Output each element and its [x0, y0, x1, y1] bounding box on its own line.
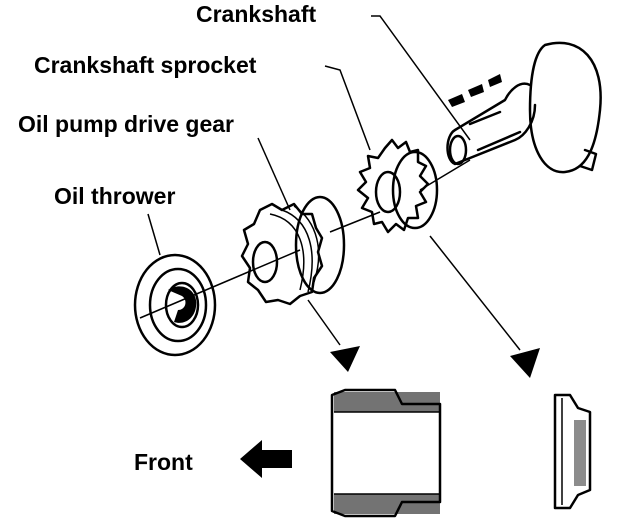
- crankshaft-sprocket-part: [356, 138, 439, 234]
- crankshaft-sprocket-leader: [324, 65, 371, 151]
- label-crankshaft-sprocket: Crankshaft sprocket: [34, 52, 257, 78]
- gear-section-detail: [330, 388, 442, 518]
- crankshaft-leader: [371, 15, 471, 141]
- label-oil-pump-drive-gear: Oil pump drive gear: [18, 111, 234, 137]
- leader-lines: [147, 15, 471, 256]
- sprocket-section-detail: [553, 393, 592, 510]
- oil-pump-drive-gear-part: [240, 195, 346, 306]
- label-crankshaft: Crankshaft: [196, 1, 316, 27]
- oil-thrower-leader: [147, 213, 161, 256]
- crankshaft-part: [446, 41, 602, 174]
- oil-pump-drive-gear-leader: [257, 137, 291, 211]
- arrow-down-icon: [307, 235, 540, 378]
- arrow-left-icon: [240, 440, 292, 478]
- oil-thrower-part: [133, 253, 217, 357]
- label-oil-thrower: Oil thrower: [54, 183, 175, 209]
- label-front: Front: [134, 449, 193, 475]
